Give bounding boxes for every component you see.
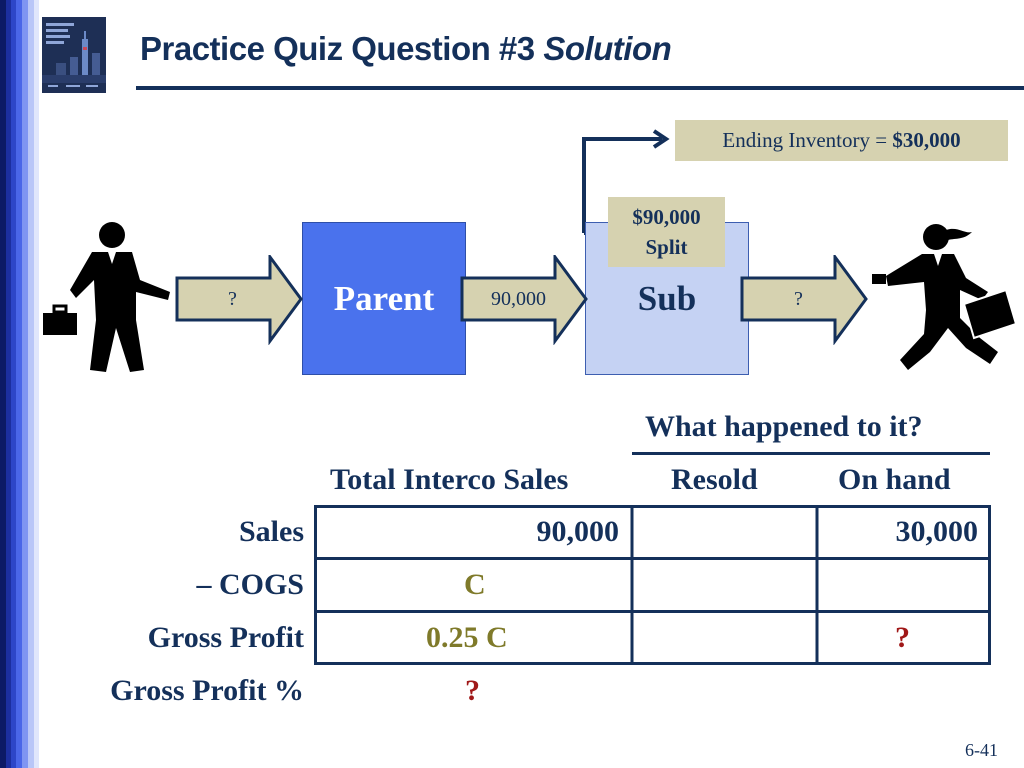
col-header-total: Total Interco Sales bbox=[330, 463, 569, 496]
cell-sales-total: 90,000 bbox=[536, 515, 620, 548]
running-businessman-with-briefcase-icon bbox=[872, 224, 1018, 370]
cell-sales-on-hand: 30,000 bbox=[895, 515, 979, 548]
left-stripe bbox=[34, 0, 39, 768]
col-header-on-hand: On hand bbox=[838, 463, 951, 496]
results-table-grid bbox=[314, 505, 991, 665]
arrow-out-of-sub bbox=[740, 255, 868, 345]
split-label: Split bbox=[645, 235, 688, 259]
arrow-mid-label: 90,000 bbox=[491, 288, 546, 310]
ending-inventory-callout: Ending Inventory = $30,000 bbox=[675, 120, 1008, 161]
parent-label: Parent bbox=[333, 278, 435, 318]
sub-label: Sub bbox=[637, 278, 697, 318]
textbook-cover-icon bbox=[42, 17, 106, 93]
row-label-gross-profit-pct: Gross Profit % bbox=[110, 674, 304, 707]
cell-cogs-total: C bbox=[464, 568, 486, 601]
arrow-in-label: ? bbox=[228, 288, 237, 310]
left-stripe bbox=[6, 0, 11, 768]
title-main: Practice Quiz Question #3 bbox=[140, 30, 535, 67]
left-stripe bbox=[22, 0, 28, 768]
cell-gross-profit-on-hand: ? bbox=[895, 621, 910, 654]
split-amount: $90,000 bbox=[632, 205, 701, 229]
left-stripe bbox=[0, 0, 6, 768]
col-header-resold: Resold bbox=[671, 463, 758, 496]
title-emphasis: Solution bbox=[543, 30, 672, 67]
arrow-parent-to-sub bbox=[460, 255, 588, 345]
row-label-sales: Sales bbox=[238, 515, 304, 548]
arrow-into-parent bbox=[175, 255, 303, 345]
split-callout: $90,000 Split bbox=[608, 197, 725, 267]
title-underline bbox=[136, 86, 1024, 90]
page-number: 6-41 bbox=[965, 740, 998, 760]
slide-title: Practice Quiz Question #3 Solution bbox=[140, 30, 672, 68]
cell-gross-profit-total: 0.25 C bbox=[426, 621, 508, 654]
businessman-with-briefcase-icon bbox=[41, 222, 170, 372]
left-stripe bbox=[11, 0, 16, 768]
group-header-rule bbox=[632, 452, 990, 455]
cell-gross-profit-pct-total: ? bbox=[465, 674, 480, 707]
row-label-cogs: – COGS bbox=[196, 568, 304, 601]
arrow-out-label: ? bbox=[794, 288, 803, 310]
ending-inventory-label: Ending Inventory = bbox=[722, 128, 893, 152]
parent-box: Parent bbox=[302, 222, 466, 375]
row-label-gross-profit: Gross Profit bbox=[147, 621, 304, 654]
left-stripe bbox=[28, 0, 34, 768]
ending-inventory-value: $30,000 bbox=[892, 128, 961, 152]
left-stripe bbox=[16, 0, 22, 768]
group-header: What happened to it? bbox=[645, 410, 923, 443]
